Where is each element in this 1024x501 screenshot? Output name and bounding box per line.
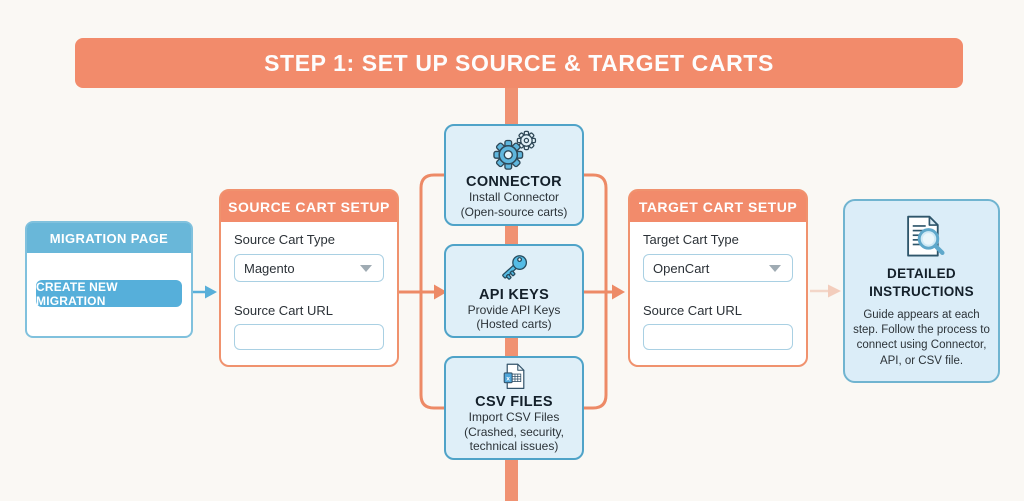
target-cart-url-input[interactable] — [643, 324, 793, 350]
source-cart-type-label: Source Cart Type — [234, 232, 335, 247]
svg-text:x: x — [506, 375, 510, 382]
source-cart-setup-title: SOURCE CART SETUP — [228, 198, 390, 215]
step-banner: STEP 1: SET UP SOURCE & TARGET CARTS — [75, 38, 963, 88]
connector-line2: (Open-source carts) — [460, 205, 568, 219]
create-new-migration-label: CREATE NEW MIGRATION — [36, 279, 118, 308]
arrowhead-methods-to-target — [612, 284, 625, 300]
target-cart-type-label: Target Cart Type — [643, 232, 739, 247]
arrowhead-migration-to-source — [205, 285, 217, 299]
detailed-instructions-body: Guide appears at each step. Follow the p… — [853, 309, 990, 367]
chevron-down-icon — [769, 265, 781, 272]
migration-page-header: MIGRATION PAGE — [27, 223, 191, 253]
csv-files-line2: (Crashed, security, technical issues) — [464, 424, 564, 454]
target-cart-type-dropdown[interactable]: OpenCart — [643, 254, 793, 282]
migration-page-card: MIGRATION PAGE CREATE NEW MIGRATION — [25, 221, 193, 338]
arrowhead-source-to-methods — [434, 284, 447, 300]
key-icon — [502, 255, 528, 280]
target-cart-setup-body: Target Cart Type OpenCart Source Cart UR… — [630, 232, 806, 350]
target-cart-setup-header: TARGET CART SETUP — [630, 191, 806, 222]
source-cart-type-value: Magento — [244, 260, 295, 276]
api-keys-line1: Provide API Keys — [467, 302, 561, 317]
api-keys-method-card: API KEYS Provide API Keys (Hosted carts) — [444, 244, 584, 338]
create-new-migration-button[interactable]: CREATE NEW MIGRATION — [36, 279, 182, 308]
chevron-down-icon — [360, 265, 372, 272]
target-cart-setup-card: TARGET CART SETUP Target Cart Type OpenC… — [628, 189, 808, 367]
csv-files-method-card: x CSV FILES Import CSV Files (Crashed, s… — [444, 356, 584, 460]
source-cart-url-input[interactable] — [234, 324, 384, 350]
connector-title: CONNECTOR — [466, 174, 562, 191]
target-cart-setup-title: TARGET CART SETUP — [638, 198, 798, 215]
api-keys-title: API KEYS — [478, 286, 550, 303]
csv-file-icon: x — [503, 363, 525, 389]
target-cart-url-label: Source Cart URL — [643, 303, 742, 318]
source-cart-setup-body: Source Cart Type Magento Source Cart URL — [221, 232, 397, 350]
detailed-instructions-card: DETAILED INSTRUCTIONS Guide appears at e… — [843, 199, 1000, 383]
document-magnifier-icon — [906, 215, 944, 257]
detailed-instructions-title: DETAILED INSTRUCTIONS — [869, 266, 974, 299]
source-cart-setup-header: SOURCE CART SETUP — [221, 191, 397, 222]
source-cart-setup-card: SOURCE CART SETUP Source Cart Type Magen… — [219, 189, 399, 367]
api-keys-line2: (Hosted carts) — [476, 317, 552, 332]
step-banner-title: STEP 1: SET UP SOURCE & TARGET CARTS — [264, 49, 774, 76]
target-cart-type-value: OpenCart — [653, 260, 710, 276]
migration-page-title: MIGRATION PAGE — [49, 230, 169, 246]
connector-line1: Install Connector — [468, 190, 560, 205]
gears-icon — [493, 131, 537, 171]
connector-method-card: CONNECTOR Install Connector (Open-source… — [444, 124, 584, 226]
source-cart-type-dropdown[interactable]: Magento — [234, 254, 384, 282]
arrowhead-target-to-instructions — [828, 284, 841, 298]
csv-files-line1: Import CSV Files — [468, 410, 560, 425]
source-cart-url-label: Source Cart URL — [234, 303, 333, 318]
csv-files-title: CSV FILES — [475, 394, 553, 411]
